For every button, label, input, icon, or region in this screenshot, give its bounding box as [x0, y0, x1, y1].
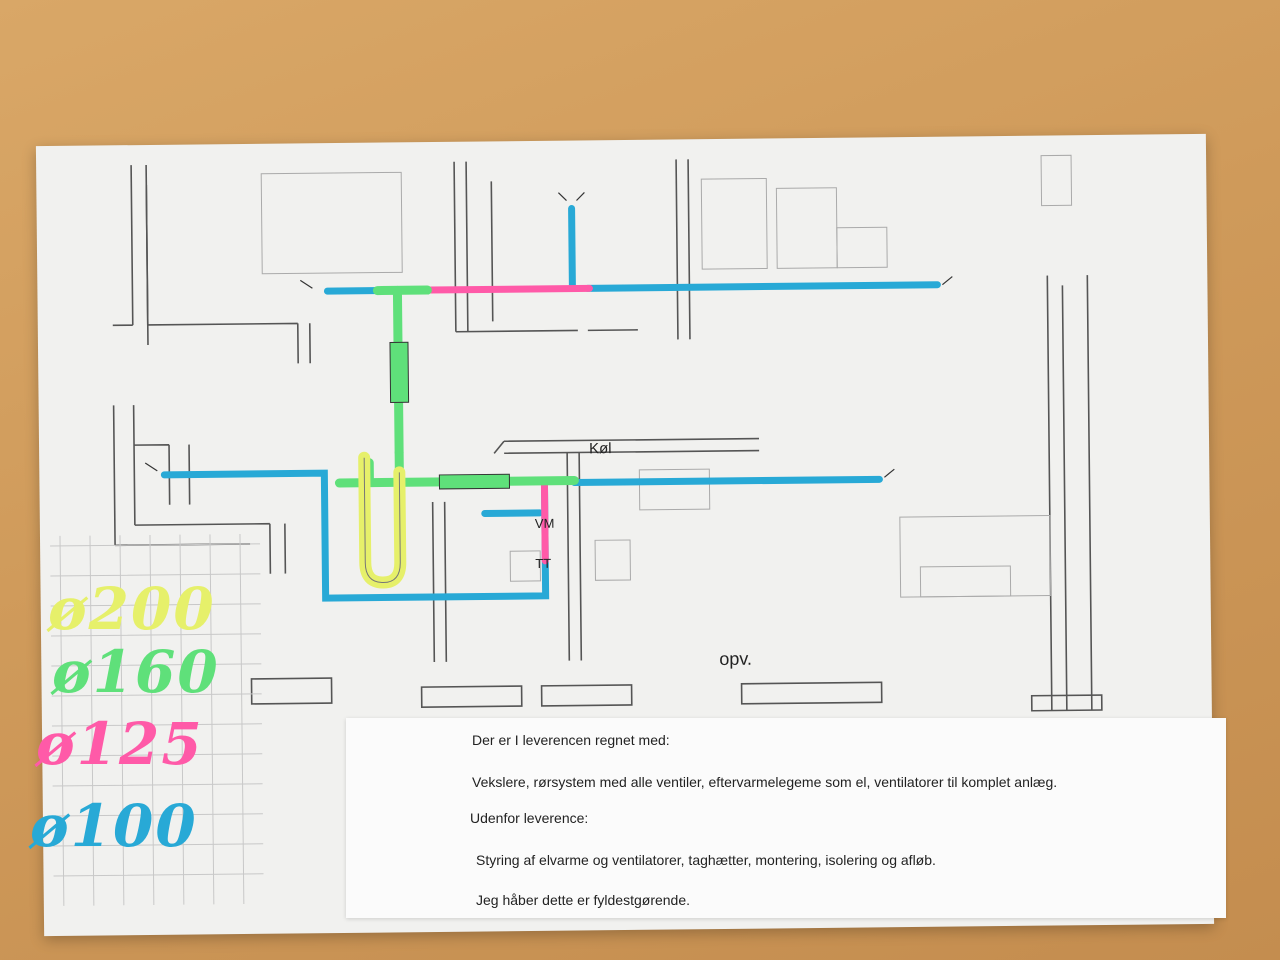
note-line-1: Der er I leverencen regnet med:: [472, 732, 670, 748]
legend-diameter-100: ø100: [30, 792, 198, 860]
note-line-4: Styring af elvarme og ventilatorer, tagh…: [476, 852, 936, 868]
delivery-note: Der er I leverencen regnet med: Vekslere…: [346, 718, 1226, 918]
pipe-pink: [413, 284, 593, 565]
paper-sheet: Køl VM TT opv.: [35, 133, 1215, 937]
ventilation-floor-plan: [50, 154, 1103, 906]
label-opv: opv.: [719, 648, 753, 670]
note-line-2: Vekslere, rørsystem med alle ventiler, e…: [472, 774, 1058, 790]
heat-exchanger: [389, 341, 410, 403]
label-vm: VM: [534, 515, 555, 531]
legend-diameter-160: ø160: [52, 638, 220, 706]
note-line-3: Udenfor leverence:: [470, 810, 589, 826]
tile-grid: [50, 534, 264, 906]
pipe-yellow: [358, 451, 407, 589]
legend-diameter-125: ø125: [36, 710, 204, 778]
plan-furniture: [260, 154, 1073, 598]
pipe-blue: [160, 205, 941, 602]
note-line-5: Jeg håber dette er fyldestgørende.: [476, 892, 691, 908]
plan-walls: [112, 159, 1103, 712]
valve-markers: [144, 191, 953, 478]
legend-diameter-200: ø200: [48, 575, 216, 643]
label-tt: TT: [535, 555, 552, 571]
fan-unit: [438, 473, 511, 490]
label-kol: Køl: [589, 440, 612, 458]
